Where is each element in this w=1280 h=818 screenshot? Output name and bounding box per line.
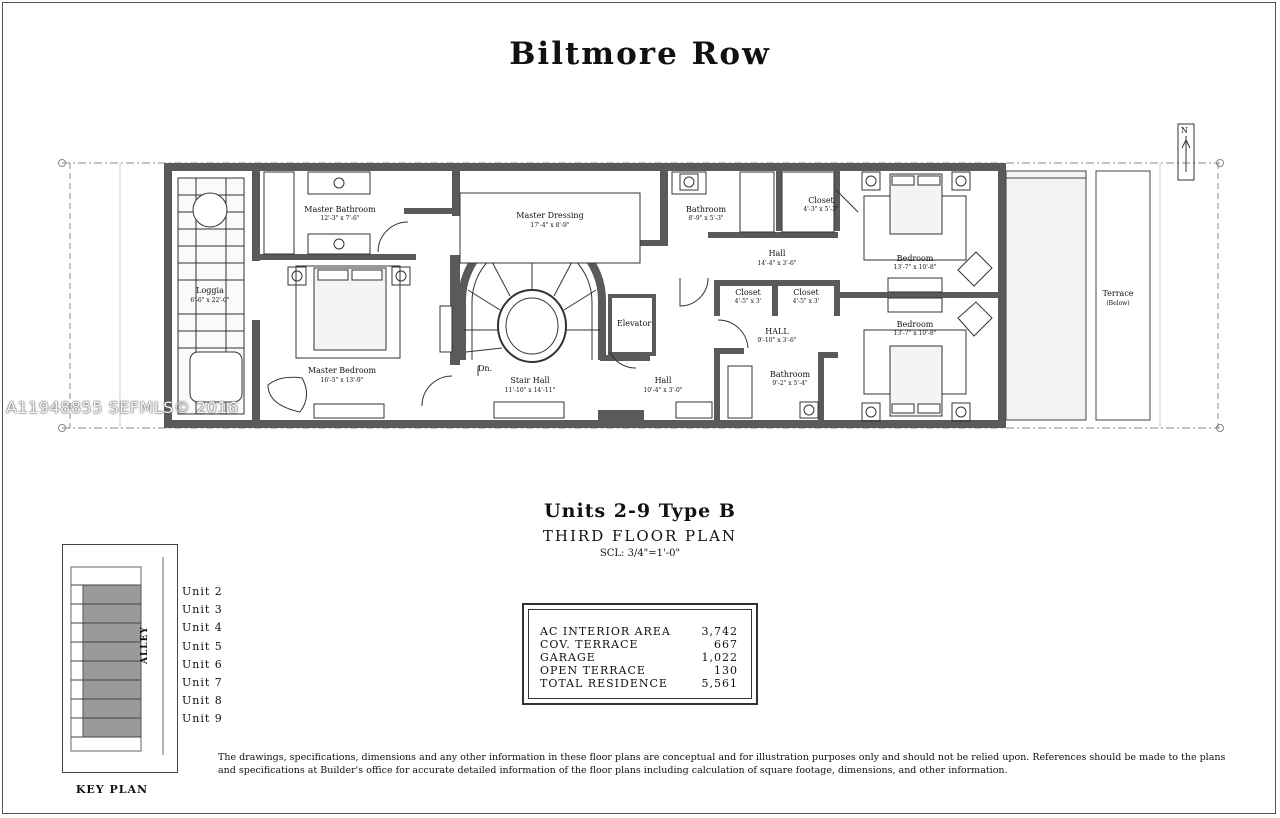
loggia-dim: 6'-6" x 22'-0" [190,297,229,304]
scale-label: SCL: 3/4"=1'-0" [599,548,681,559]
key-plan-label: KEY PLAN [75,783,149,796]
closet-1-dim: 4'-3" x 5'-3" [803,206,839,213]
area-value: 667 [714,638,738,651]
master-bathroom-label: Master Bathroom [304,205,376,214]
beds [295,173,967,417]
unit-label: Unit 4 [182,621,223,634]
key-plan-drawing [70,557,164,755]
closet-3-label: Closet [793,288,819,297]
hall-1-dim: 14'-4" x 3'-6" [757,260,796,267]
area-value: 130 [714,664,738,677]
elevator-shaft [608,294,656,356]
room-labels: Loggia 6'-6" x 22'-0" Master Bathroom 12… [190,196,1133,394]
alley-label: ALLEY [140,626,150,664]
disclaimer-text: The drawings, specifications, dimensions… [218,752,1226,776]
floor-plan: N Loggia 6'-6" x 22'-0" Master Bathroom … [58,123,1224,432]
master-bedroom-label: Master Bedroom [308,366,377,375]
lamp-icons [287,171,971,422]
unit-label: Unit 9 [182,712,223,725]
area-label: COV. TERRACE [540,638,639,651]
bathroom-2-dim: 9'-2" x 5'-4" [772,380,808,387]
master-dressing-dim: 17'-4" x 8'-9" [530,222,569,229]
elevator-label: Elevator [617,319,651,328]
hall-2-dim: 9'-10" x 3'-6" [757,337,796,344]
chairs [267,251,993,413]
closet-2-dim: 4'-5" x 3' [735,298,762,305]
unit-label: Unit 7 [182,676,223,689]
unit-label: Unit 2 [182,585,223,598]
stair-hall-label: Stair Hall [510,376,550,385]
door-swings [377,189,859,407]
terrace-label: Terrace [1102,289,1133,298]
area-value: 3,742 [701,625,738,638]
key-plan-diagram [62,544,178,773]
master-bedroom-dim: 16'-5" x 13'-9" [321,377,364,384]
stair-down-label: Dn. [478,364,492,373]
area-label: OPEN TERRACE [540,664,646,677]
closet-2-label: Closet [735,288,761,297]
area-summary-inner [528,609,752,699]
bedroom-2-label: Bedroom [897,320,934,329]
hall-1-label: Hall [769,249,786,258]
north-arrow-icon [1177,123,1195,181]
bedroom-1-label: Bedroom [897,254,934,263]
mls-watermark: A11948855 SEFMLS© 2016 [6,398,239,417]
project-title: Biltmore Row [509,36,771,72]
bedroom-2-dim: 13'-7" x 10'-8" [894,330,937,337]
north-label: N [1181,126,1188,135]
hall-2-label: HALL [765,327,789,336]
interior-walls [252,171,998,420]
bedroom-1-dim: 13'-7" x 10'-8" [894,264,937,271]
area-summary-box: AC INTERIOR AREA 3,742 COV. TERRACE 667 … [522,603,758,705]
area-label: AC INTERIOR AREA [540,625,671,638]
hall-3-label: Hall [655,376,672,385]
loggia-paving [177,177,245,415]
unit-label: Unit 8 [182,694,223,707]
area-value: 5,561 [701,677,738,690]
unit-type-title: Units 2-9 Type B [544,500,736,522]
unit-label: Unit 6 [182,658,223,671]
floor-title: THIRD FLOOR PLAN [542,527,738,545]
hall-3-dim: 10'-4" x 3'-0" [643,387,682,394]
terrace-note: (Below) [1106,300,1129,307]
master-bathroom-dim: 12'-3" x 7'-6" [320,215,359,222]
terrace-area [1005,170,1151,421]
bathroom-2-label: Bathroom [770,370,810,379]
exterior-walls [164,163,1006,428]
area-value: 1,022 [701,651,738,664]
area-label: TOTAL RESIDENCE [540,677,668,690]
closet-1-label: Closet [808,196,834,205]
unit-label: Unit 3 [182,603,223,616]
closet-3-dim: 4'-5" x 3' [793,298,820,305]
bathroom-1-label: Bathroom [686,205,726,214]
area-label: GARAGE [540,651,596,664]
bathroom-1-dim: 8'-9" x 5'-3" [688,215,724,222]
master-dressing-label: Master Dressing [516,211,583,220]
unit-label: Unit 5 [182,640,223,653]
loggia-label: Loggia [196,286,224,295]
stair-hall-dim: 11'-10" x 14'-11" [505,387,556,394]
